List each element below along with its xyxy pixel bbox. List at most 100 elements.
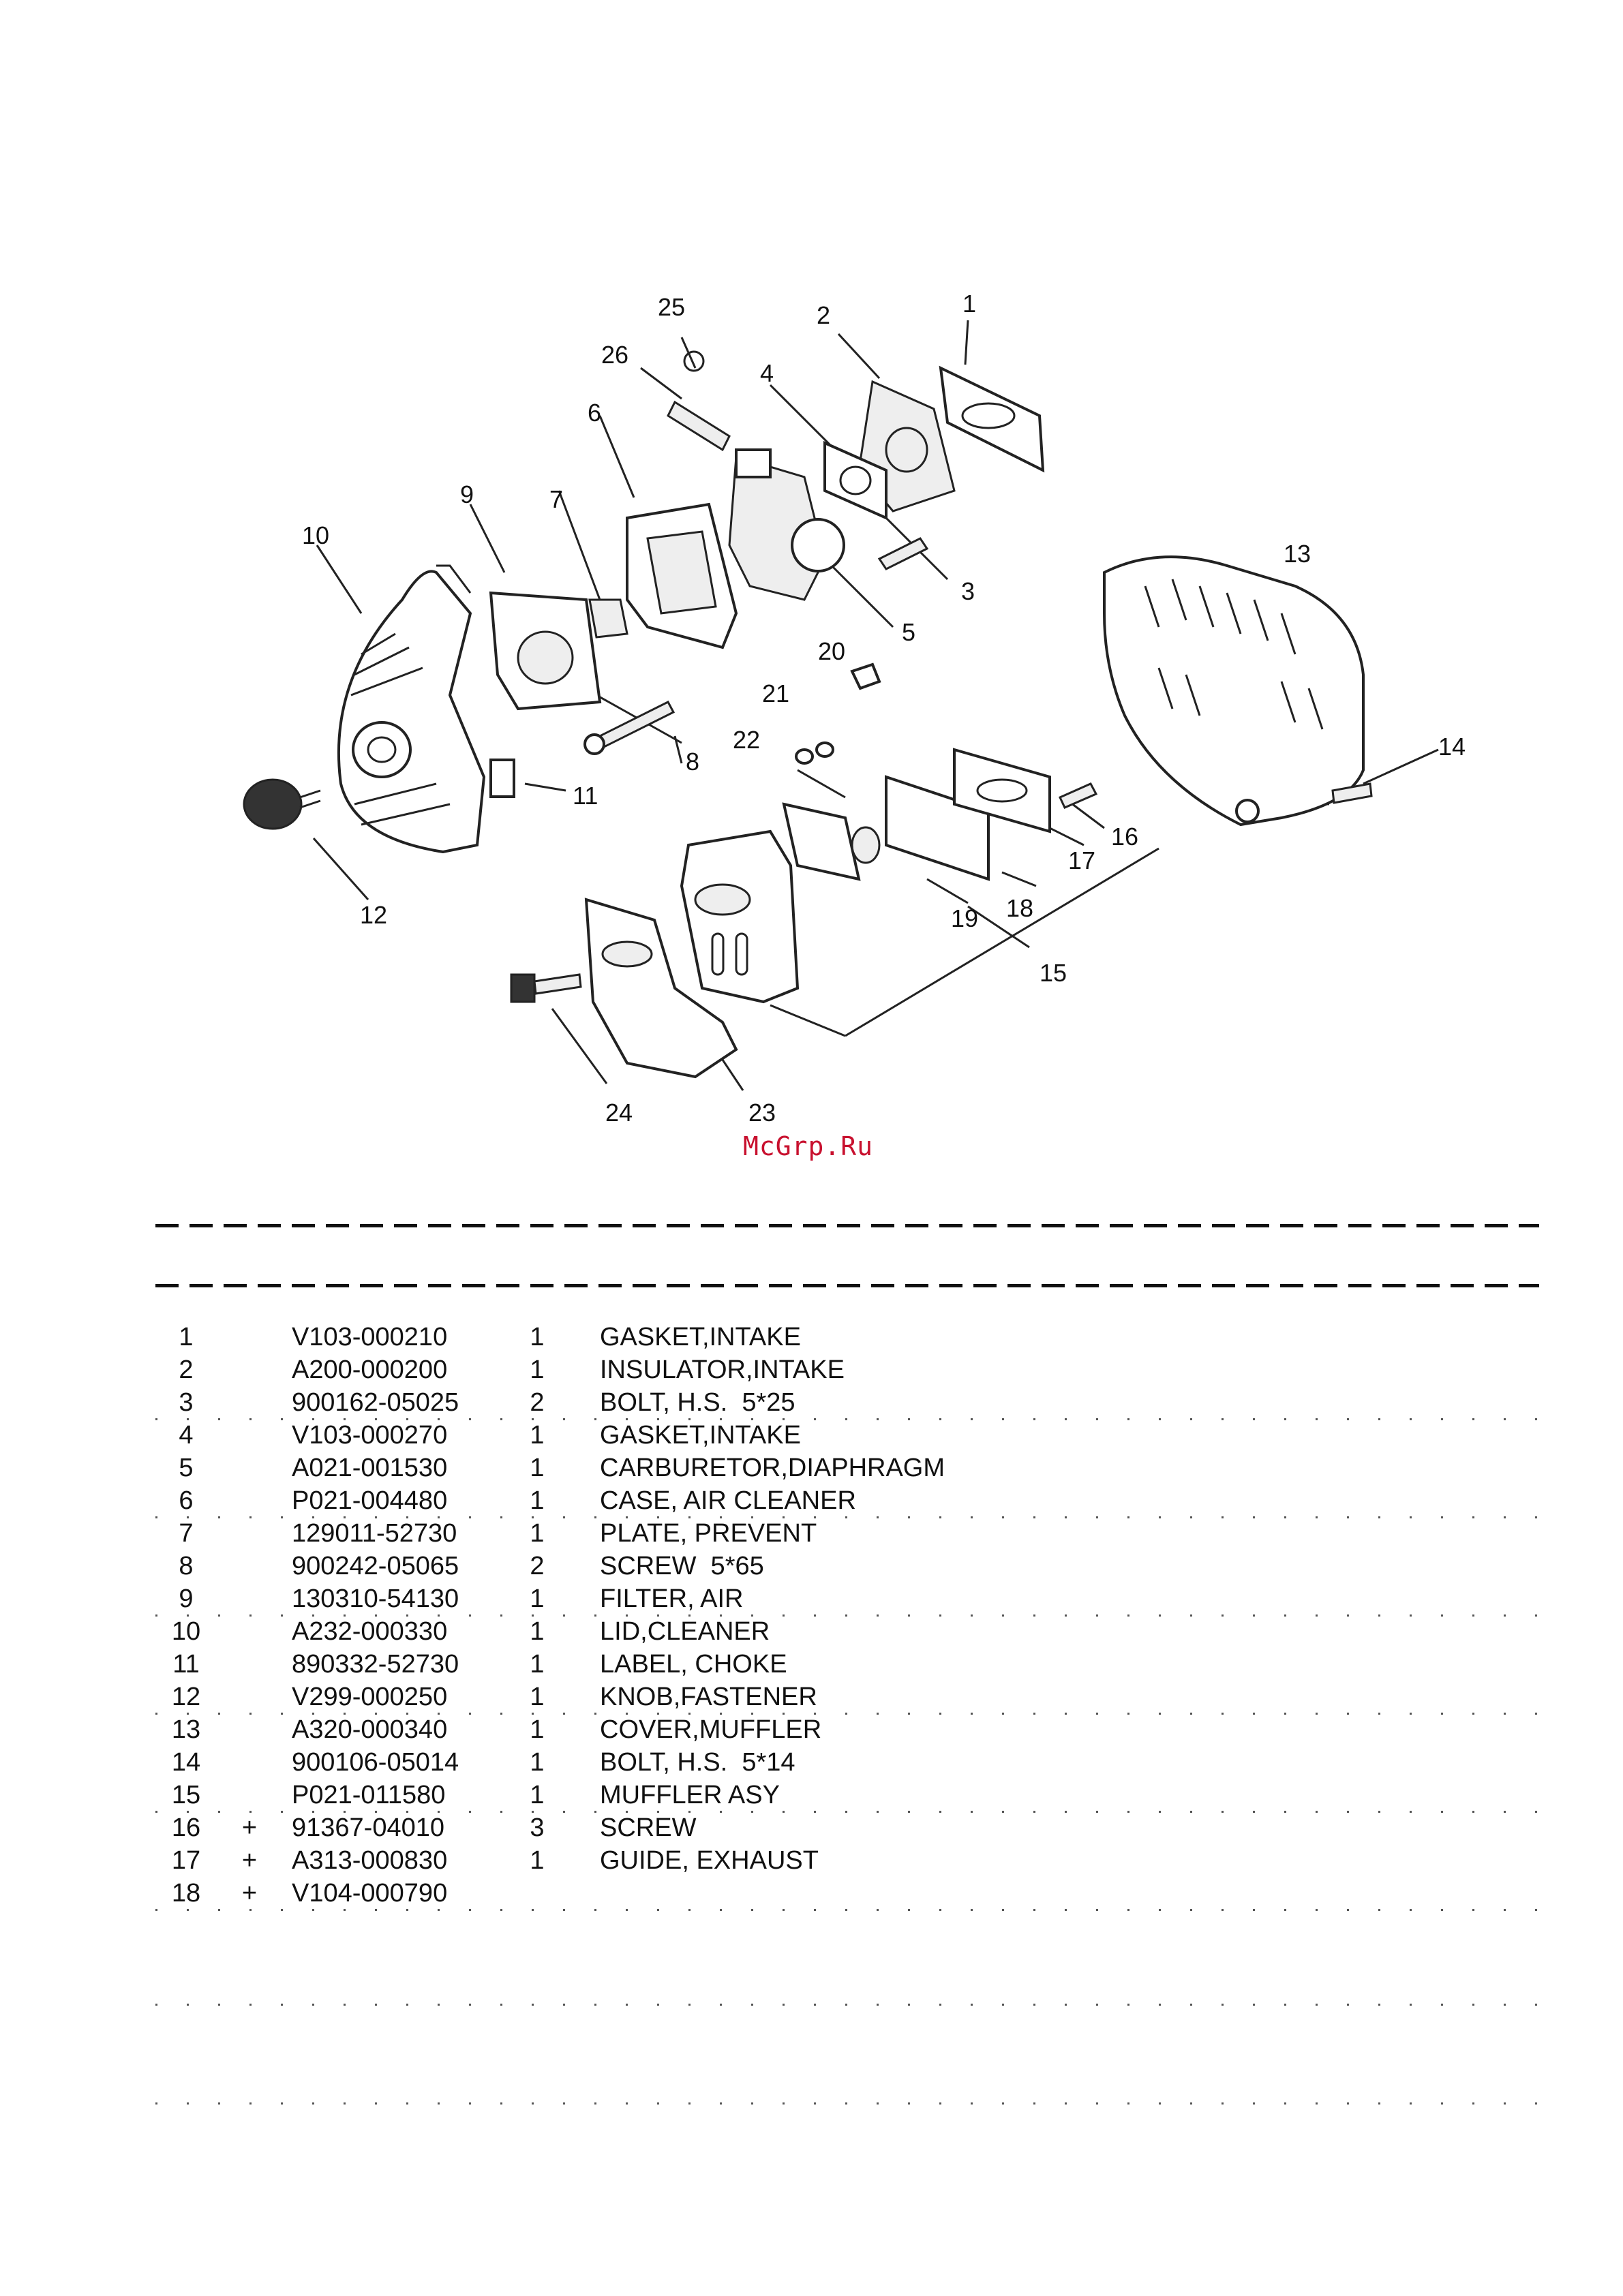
part-qty: 1 xyxy=(530,1454,545,1482)
part-qty: 1 xyxy=(530,1683,545,1711)
part-gasket-intake-4 xyxy=(823,440,888,521)
part-label-choke-11 xyxy=(489,759,515,798)
part-no: 15 xyxy=(171,1781,201,1809)
table-row: 13 A320-000340 1 COVER,MUFFLER xyxy=(155,1713,1539,1746)
part-description: COVER,MUFFLER xyxy=(600,1715,822,1744)
callout-6: 6 xyxy=(588,399,601,427)
part-gasket-intake-1 xyxy=(939,365,1045,473)
part-qty: 1 xyxy=(530,1421,545,1450)
part-no: 2 xyxy=(179,1356,194,1384)
part-qty: 1 xyxy=(530,1585,545,1613)
part-qty: 1 xyxy=(530,1748,545,1777)
part-number: P021-004480 xyxy=(292,1486,448,1515)
part-number: A320-000340 xyxy=(292,1715,448,1744)
part-no: 5 xyxy=(179,1454,194,1482)
part-no: 13 xyxy=(171,1715,201,1744)
callout-17: 17 xyxy=(1068,846,1095,874)
part-lid-cleaner-10 xyxy=(337,570,486,854)
header-rule-bottom xyxy=(155,1284,1539,1287)
part-number: 900106-05014 xyxy=(292,1748,459,1777)
part-no: 1 xyxy=(179,1323,194,1351)
part-qty: 1 xyxy=(530,1519,545,1548)
part-number: 130310-54130 xyxy=(292,1585,459,1613)
callout-1: 1 xyxy=(962,290,976,318)
watermark: McGrp.Ru xyxy=(743,1131,874,1161)
part-bolt-24 xyxy=(510,973,536,1003)
part-qty: 1 xyxy=(530,1650,545,1679)
part-description: LABEL, CHOKE xyxy=(600,1650,787,1679)
part-number: A200-000200 xyxy=(292,1356,448,1384)
part-qty: 1 xyxy=(530,1781,545,1809)
table-row: 3 900162-05025 2 BOLT, H.S. 5*25 xyxy=(155,1386,1539,1420)
part-mark: + xyxy=(241,1846,258,1875)
table-row: 14 900106-05014 1 BOLT, H.S. 5*14 xyxy=(155,1746,1539,1779)
part-description: SCREW 5*65 xyxy=(600,1552,764,1580)
header-rule-top xyxy=(155,1224,1539,1227)
part-number: A313-000830 xyxy=(292,1846,448,1875)
part-guide-exhaust-17 xyxy=(953,748,1051,833)
part-description: CASE, AIR CLEANER xyxy=(600,1486,856,1515)
part-number: 900242-05065 xyxy=(292,1552,459,1580)
part-qty: 1 xyxy=(530,1617,545,1646)
part-description: BOLT, H.S. 5*25 xyxy=(600,1388,795,1417)
part-number: V104-000790 xyxy=(292,1879,448,1908)
part-qty: 2 xyxy=(530,1552,545,1580)
callout-7: 7 xyxy=(549,485,563,513)
callout-9: 9 xyxy=(460,480,474,508)
part-description: GASKET,INTAKE xyxy=(600,1421,801,1450)
part-qty: 1 xyxy=(530,1715,545,1744)
part-no: 17 xyxy=(171,1846,201,1875)
part-gasket-22 xyxy=(782,802,861,881)
part-number: 129011-52730 xyxy=(292,1519,457,1548)
part-no: 10 xyxy=(171,1617,201,1646)
part-number: A021-001530 xyxy=(292,1454,448,1482)
part-description: BOLT, H.S. 5*14 xyxy=(600,1748,795,1777)
part-no: 3 xyxy=(179,1388,194,1417)
part-no: 11 xyxy=(172,1650,200,1679)
part-no: 18 xyxy=(171,1879,201,1908)
callout-12: 12 xyxy=(360,901,387,929)
part-number: V103-000210 xyxy=(292,1323,448,1351)
part-description: FILTER, AIR xyxy=(600,1585,744,1613)
callout-10: 10 xyxy=(302,521,329,549)
callout-18: 18 xyxy=(1006,894,1033,922)
part-number: V103-000270 xyxy=(292,1421,448,1450)
part-description: GASKET,INTAKE xyxy=(600,1323,801,1351)
part-qty: 2 xyxy=(530,1388,545,1417)
part-no: 12 xyxy=(171,1683,201,1711)
callout-labels: 1 2 3 4 5 6 7 8 9 10 11 12 13 14 15 16 1… xyxy=(302,290,1466,1127)
callout-3: 3 xyxy=(961,577,975,605)
part-no: 9 xyxy=(179,1585,194,1613)
callout-25: 25 xyxy=(658,293,685,321)
part-knob-fastener-12 xyxy=(243,778,303,830)
part-description: KNOB,FASTENER xyxy=(600,1683,817,1711)
part-description: PLATE, PREVENT xyxy=(600,1519,817,1548)
dotted-separator xyxy=(155,2004,1539,2006)
table-row: 11 890332-52730 1 LABEL, CHOKE xyxy=(155,1648,1539,1681)
callout-8: 8 xyxy=(686,748,699,776)
part-qty: 1 xyxy=(530,1356,545,1384)
part-description: LID,CLEANER xyxy=(600,1617,770,1646)
part-no: 14 xyxy=(171,1748,201,1777)
callout-13: 13 xyxy=(1284,540,1311,568)
part-qty: 1 xyxy=(530,1846,545,1875)
part-cover-muffler-13 xyxy=(1103,555,1365,827)
part-description: CARBURETOR,DIAPHRAGM xyxy=(600,1454,945,1482)
part-qty: 3 xyxy=(530,1813,545,1842)
dotted-separator xyxy=(155,2102,1539,2104)
table-row: 9 130310-54130 1 FILTER, AIR xyxy=(155,1582,1539,1617)
callout-26: 26 xyxy=(601,341,628,369)
part-plate-prevent-7 xyxy=(588,598,628,639)
callout-22: 22 xyxy=(733,726,760,754)
part-number: 900162-05025 xyxy=(292,1388,459,1417)
part-number: A232-000330 xyxy=(292,1617,448,1646)
part-number: 890332-52730 xyxy=(292,1650,459,1679)
